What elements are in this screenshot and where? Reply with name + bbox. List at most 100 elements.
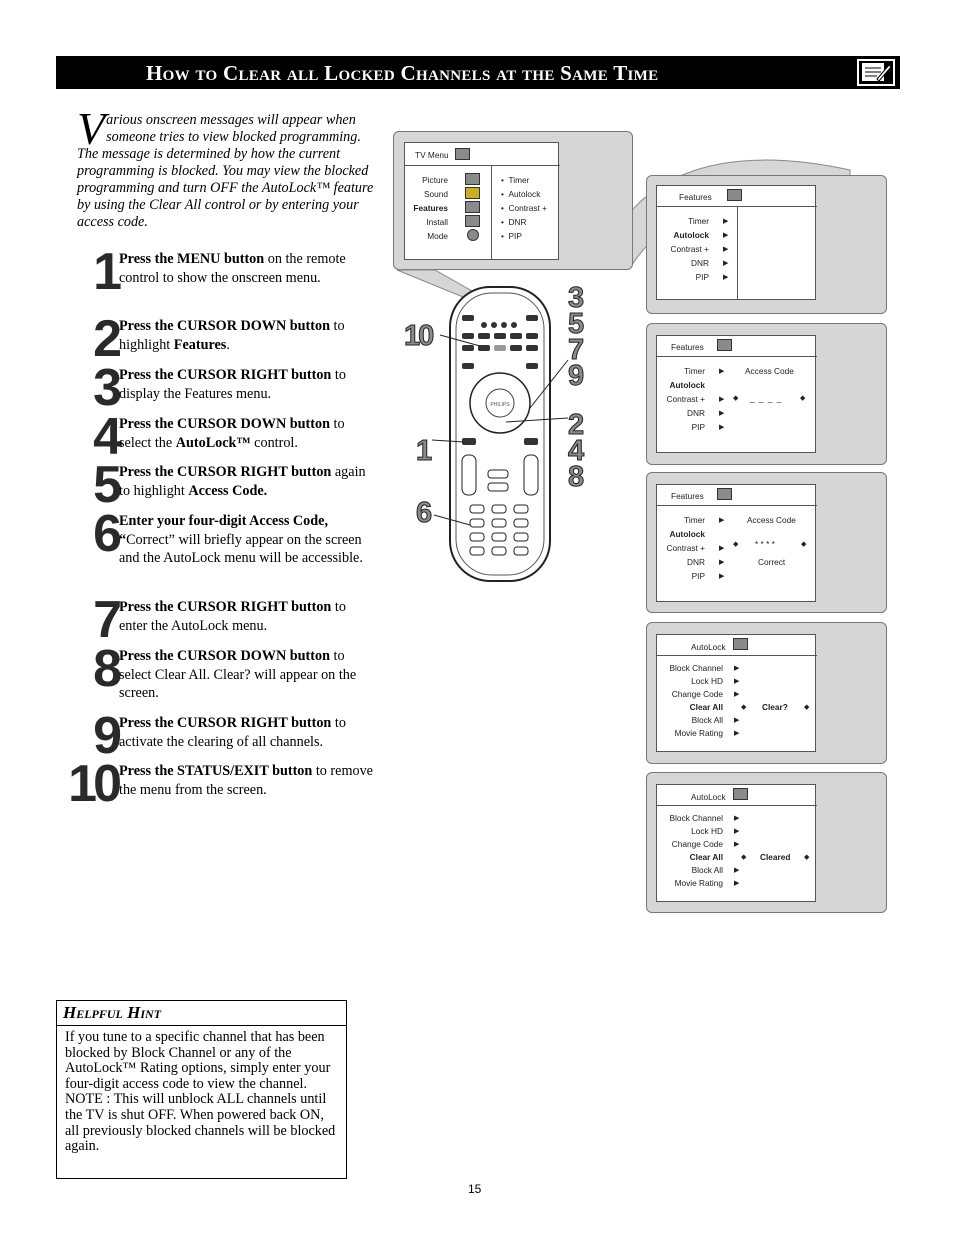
step-text: Press the CURSOR DOWN button to highligh… [119,318,345,353]
brand-label: PHILIPS [490,402,510,408]
submenu-pip: • PIP [501,231,522,241]
menu-item-dnr[interactable]: DNR [691,258,709,268]
menu-item-autolock[interactable]: Autolock [669,380,706,390]
tv-icon [455,148,470,160]
step-text: Press the MENU button on the remote cont… [119,251,346,286]
menu-item-change-code[interactable]: Change Code [671,689,723,699]
features-title: Features [671,491,704,501]
step-text: Press the CURSOR RIGHT button to display… [119,367,346,402]
callout-steps-248: 2 4 8 [567,409,585,493]
step-number: 1 [93,243,122,301]
sound-icon [465,187,480,199]
hint-title: Helpful Hint [57,1001,346,1026]
autolock-screen-box-1: AutoLock Block Channel Lock HD Change Co… [646,622,887,764]
menu-item-lock-hd[interactable]: Lock HD [691,676,723,686]
callout-step-1: 1 [415,435,433,467]
helpful-hint-box: Helpful Hint If you tune to a specific c… [56,1000,347,1179]
menu-item-change-code[interactable]: Change Code [671,839,723,849]
menu-item-clear-all[interactable]: Clear All [689,702,723,712]
autolock-screen-1: AutoLock Block Channel Lock HD Change Co… [656,634,817,752]
autolock-title: AutoLock [691,792,726,802]
step-number: 7 [93,591,122,649]
submenu-contrast: • Contrast + [501,203,548,213]
hint-text: If you tune to a specific channel that h… [65,1029,331,1092]
menu-item-timer[interactable]: Timer [688,216,709,226]
step-text: Press the CURSOR RIGHT button to enter t… [119,599,346,634]
menu-item-lock-hd[interactable]: Lock HD [691,826,723,836]
title-bar: How to Clear all Locked Channels at the … [56,56,900,89]
menu-item-block-all[interactable]: Block All [691,865,723,875]
features-screen-box-3: Features Timer Autolock Contrast + DNR P… [646,472,887,613]
menu-item-block-channel[interactable]: Block Channel [669,663,723,673]
menu-item-pip[interactable]: PIP [695,272,709,282]
features-screen-2: Features Timer Autolock Contrast + DNR P… [656,335,817,453]
step-number: 3 [93,359,122,417]
menu-item-clear-all[interactable]: Clear All [689,852,723,862]
menu-item-contrast[interactable]: Contrast + [666,543,705,553]
mode-icon [467,229,479,241]
submenu-timer: • Timer [501,175,530,185]
menu-item-block-channel[interactable]: Block Channel [669,813,723,823]
tv-menu-screen: TV Menu Picture Sound Features Install M… [404,142,560,260]
menu-item-install[interactable]: Install [426,217,448,227]
access-code-label: Access Code [745,366,794,376]
cleared-message: Cleared [760,852,791,862]
callout-lines [431,334,569,526]
menu-item-picture[interactable]: Picture [422,175,448,185]
menu-item-dnr[interactable]: DNR [687,557,705,567]
step-text: Enter your four-digit Access Code, “Corr… [119,513,363,566]
menu-item-contrast[interactable]: Contrast + [666,394,705,404]
correct-message: Correct [758,557,786,567]
menu-item-mode[interactable]: Mode [427,231,448,241]
tv-menu-title: TV Menu [415,150,449,160]
menu-item-pip[interactable]: PIP [691,571,705,581]
step-number: 8 [93,640,122,698]
step-number: 2 [93,310,122,368]
menu-item-movie-rating[interactable]: Movie Rating [674,878,723,888]
features-screen-3: Features Timer Autolock Contrast + DNR P… [656,484,817,602]
remote-control: PHILIPS [448,285,552,583]
autolock-icon [733,638,748,650]
step-text: Press the STATUS/EXIT button to remove t… [119,763,373,798]
callout-steps-3579: 3 5 7 9 [567,282,585,392]
menu-item-sound[interactable]: Sound [424,189,448,199]
hint-note: NOTE : This will unblock ALL channels un… [65,1091,336,1155]
menu-item-features[interactable]: Features [413,203,448,213]
features-icon [717,488,732,500]
submenu-autolock: • Autolock [501,189,541,199]
step-number: 5 [93,456,122,514]
autolock-screen-box-2: AutoLock Block Channel Lock HD Change Co… [646,772,887,913]
step-text: Press the CURSOR DOWN button to select t… [119,416,345,451]
menu-item-contrast[interactable]: Contrast + [670,244,709,254]
submenu-dnr: • DNR [501,217,527,227]
menu-item-movie-rating[interactable]: Movie Rating [674,728,723,738]
step-number: 4 [93,408,122,466]
autolock-icon [733,788,748,800]
install-icon [465,215,480,227]
page-title: How to Clear all Locked Channels at the … [146,61,659,85]
features-screen-box-2: Features Timer Autolock Contrast + DNR P… [646,323,887,465]
step-number: 9 [93,707,122,765]
menu-item-timer[interactable]: Timer [684,515,705,525]
tv-menu-screen-box: TV Menu Picture Sound Features Install M… [393,131,633,270]
autolock-screen-2: AutoLock Block Channel Lock HD Change Co… [656,784,817,902]
menu-item-dnr[interactable]: DNR [687,408,705,418]
menu-item-block-all[interactable]: Block All [691,715,723,725]
features-title: Features [671,342,704,352]
hand-notepad-icon [857,59,895,86]
features-icon [465,201,480,213]
page-number: 15 [468,1182,482,1196]
picture-icon [465,173,480,185]
features-screen-box-1: Features Timer Autolock Contrast + DNR P… [646,175,887,314]
access-code-field[interactable]: * * * * [755,539,775,549]
features-title: Features [679,192,712,202]
menu-item-pip[interactable]: PIP [691,422,705,432]
step-number: 10 [68,755,122,813]
menu-item-autolock[interactable]: Autolock [669,529,706,539]
access-code-field[interactable]: _ _ _ _ [750,393,783,403]
menu-item-autolock[interactable]: Autolock [673,230,710,240]
step-text: Press the CURSOR RIGHT button again to h… [119,464,366,499]
menu-item-timer[interactable]: Timer [684,366,705,376]
step-text: Press the CURSOR DOWN button to select C… [119,648,357,701]
